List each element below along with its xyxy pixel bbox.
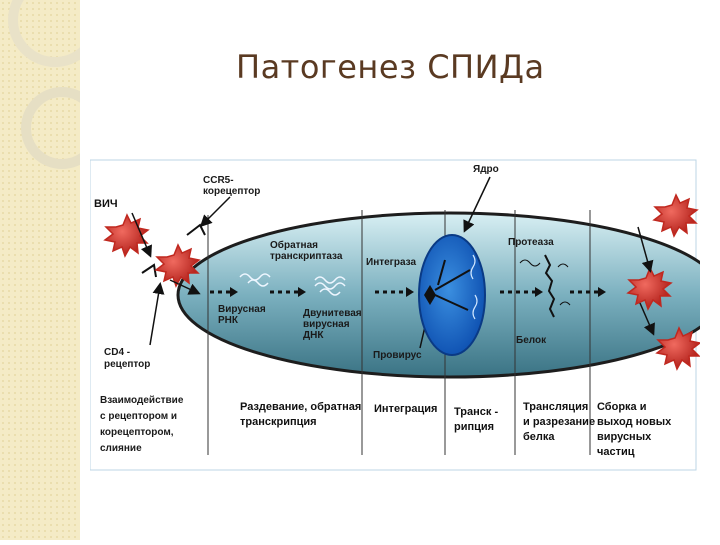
label-rt-line1: Обратная — [270, 239, 318, 251]
stage-3-line1: Интеграция — [374, 403, 437, 415]
stage-5-line2: и разрезание — [523, 416, 595, 428]
viral-rna-strands — [239, 273, 346, 296]
stage-2-line2: транскрипция — [240, 416, 317, 428]
protein-chain — [544, 254, 556, 318]
label-rt-line2: транскриптаза — [270, 251, 343, 262]
label-ccr5-line1: CCR5- — [203, 175, 234, 186]
nucleus-rna — [470, 254, 478, 320]
label-dsdna-line1: Двунитевая — [303, 308, 362, 319]
pointer-arrows — [131, 176, 655, 349]
stage-2-line1: Раздевание, обратная — [240, 401, 361, 413]
label-ccr5-line2: корецептор — [203, 186, 260, 197]
slide-title: Патогенез СПИДа — [236, 48, 545, 86]
label-cd4-line1: CD4 - — [104, 347, 130, 358]
decorative-rings — [8, 0, 103, 169]
stage-6-line3: вирусных — [597, 431, 652, 443]
label-protein: Белок — [516, 335, 547, 346]
label-protease: Протеаза — [508, 237, 554, 248]
label-integrase: Интеграза — [366, 257, 416, 268]
nucleus-arrows — [434, 259, 471, 311]
stage-6-line1: Сборка и — [597, 401, 646, 413]
label-viral-rna-line2: РНК — [218, 315, 239, 326]
label-dsdna-line2: вирусная — [303, 319, 350, 330]
hiv-virions-released — [626, 193, 700, 371]
label-cd4-line2: рецептор — [104, 359, 150, 370]
process-arrowheads — [230, 287, 606, 297]
stage-5-line3: белка — [523, 431, 555, 443]
label-nucleus: Ядро — [473, 164, 499, 175]
stage-1-line3: корецептором, — [100, 427, 174, 438]
stage-5-line1: Трансляция — [523, 401, 588, 413]
stage-4-line2: рипция — [454, 421, 494, 433]
stage-4-line1: Транск - — [454, 406, 498, 418]
stage-6-line4: частиц — [597, 446, 635, 458]
label-viral-rna-line1: Вирусная — [218, 304, 266, 315]
label-dsdna-line3: ДНК — [303, 330, 324, 341]
label-hiv: ВИЧ — [94, 198, 118, 210]
stage-1-line4: слияние — [100, 443, 142, 454]
decorative-side-panel — [0, 0, 103, 540]
nucleus — [418, 234, 486, 356]
label-provirus: Провирус — [373, 350, 422, 361]
protein-strands — [519, 259, 571, 306]
stage-6-line2: выход новых — [597, 416, 672, 428]
stage-1-line1: Взаимодействие — [100, 395, 184, 406]
stage-1-line2: с рецептором и — [100, 411, 177, 422]
provirus-mark — [424, 285, 436, 305]
hiv-pathogenesis-diagram: ВИЧ CCR5- корецептор Ядро Обратная транс… — [90, 159, 700, 471]
